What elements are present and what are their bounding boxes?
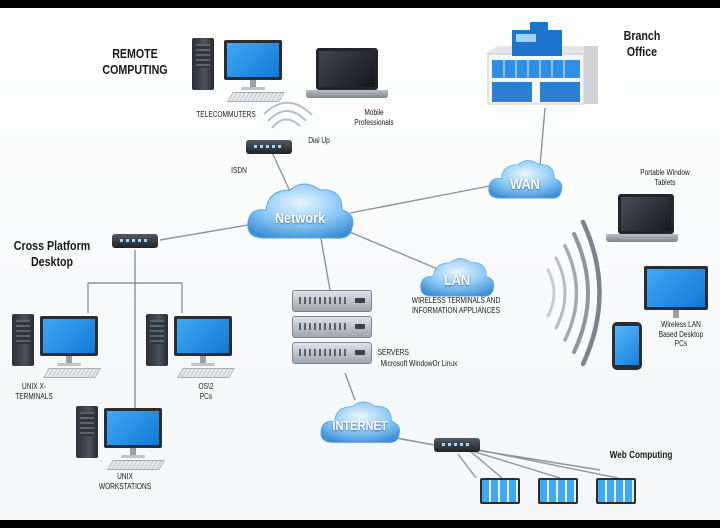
wifi-signal-icon: [546, 219, 602, 367]
office-building-icon: [470, 18, 610, 108]
tablet-icon: [612, 322, 642, 370]
dial-up-label: Dial Up: [308, 136, 330, 145]
isdn-router-icon: [246, 140, 292, 154]
internet-cloud: INTERNET: [318, 396, 402, 450]
portable-window-tablets-label: Portable Window Tablets: [640, 168, 690, 187]
os2-pcs-label: OS\2 PCs: [198, 382, 214, 401]
wan-cloud: WAN: [486, 154, 564, 206]
router-icon: [112, 234, 158, 248]
network-cloud: Network: [244, 176, 356, 248]
unix-workstations-label: UNIX WORKSTATIONS: [98, 472, 152, 491]
desktop-computer-icon: [192, 38, 214, 90]
server-rack-icon: [292, 290, 372, 312]
isdn-label: ISDN: [231, 166, 247, 175]
cloud-icon: [420, 258, 495, 297]
server-rack-icon: [292, 316, 372, 338]
desktop-computer-icon: [146, 314, 168, 366]
servers-sub-label: Microsoft WindowOr Linux: [380, 359, 458, 368]
remote-computing-label: REMOTE COMPUTING: [102, 46, 168, 77]
servers-label: SERVERS: [377, 348, 409, 357]
cloud-icon: [247, 183, 354, 239]
wireless-terminals-label: WIRELESS TERMINALS AND INFORMATION APPLI…: [411, 296, 501, 315]
connection-lines: [87, 101, 619, 479]
desktop-computer-icon: [76, 406, 98, 458]
network-diagram: Network WAN LA: [0, 8, 720, 520]
router-icon: [434, 438, 480, 452]
mobile-professionals-label: Mobile Professionals: [354, 108, 394, 127]
web-desktop-icon: [480, 478, 520, 504]
cloud-icon: [488, 160, 563, 199]
cloud-icon: [320, 401, 401, 444]
wireless-lan-pcs-label: Wireless LAN Based Desktop PCs: [658, 320, 704, 349]
web-computing-label: Web Computing: [609, 450, 673, 461]
web-desktop-icon: [538, 478, 578, 504]
server-rack-icon: [292, 342, 372, 364]
cross-platform-desktop-label: Cross Platform Desktop: [13, 238, 91, 269]
unix-x-terminals-label: UNIX X- TERMINALS: [15, 382, 53, 401]
lan-cloud: LAN: [418, 252, 496, 304]
dial-up-signal-icon: [263, 101, 313, 129]
branch-office-label: Branch Office: [623, 28, 661, 59]
web-desktop-icon: [596, 478, 636, 504]
telecommuters-label: TELECOMMUTERS: [196, 110, 256, 119]
desktop-computer-icon: [12, 314, 34, 366]
